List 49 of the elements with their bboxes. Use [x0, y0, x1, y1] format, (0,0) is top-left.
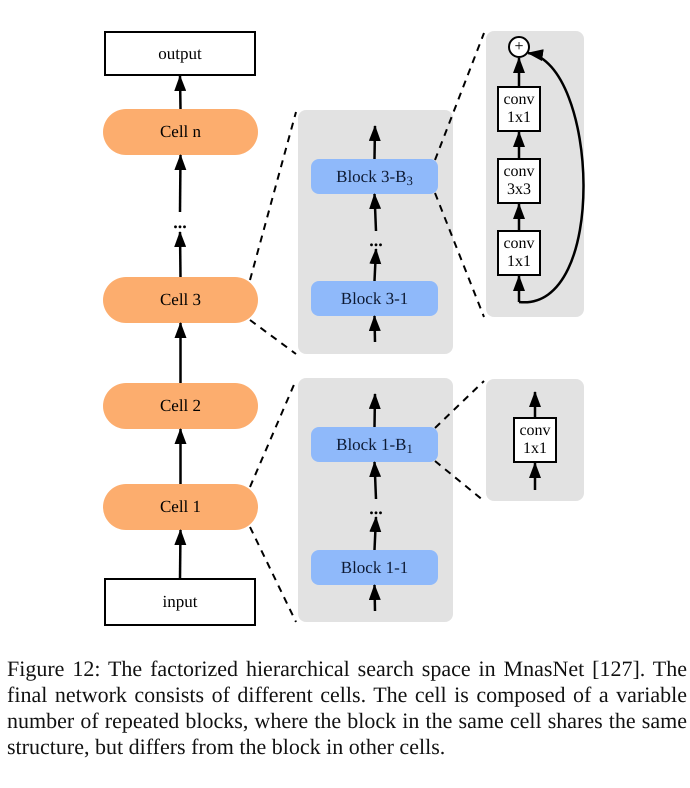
conv-box: conv 3x3	[497, 158, 541, 204]
io-box: input	[104, 578, 256, 626]
block-node: Block 1-B$_{1}$	[311, 427, 438, 462]
block-node: Block 3-B$_{3}$	[311, 159, 438, 194]
figure-caption: Figure 12: The factorized hierarchical search space in MnasNet [127]. The final network consists of different cells. The cell is composed of a variable number of repeated blocks, where the block in the same cell shares the same structure, but differs from the block in other cells.	[7, 656, 687, 760]
ellipsis: ...	[361, 499, 391, 517]
arrow	[529, 391, 541, 417]
zoom-panel	[486, 31, 584, 317]
cell-node: Cell 2	[103, 383, 258, 429]
arrow	[369, 516, 382, 550]
arrow	[174, 75, 186, 110]
arrow	[369, 193, 382, 232]
arrow	[368, 125, 381, 160]
zoom-line	[434, 380, 485, 429]
block-node: Block 1-1	[311, 550, 438, 585]
zoom-panel	[486, 379, 584, 501]
zoom-line	[249, 112, 297, 280]
ellipsis: ...	[361, 231, 391, 249]
arrow	[513, 275, 525, 302]
cell-node: Cell n	[103, 109, 258, 155]
skip-connection-arrow	[518, 52, 585, 304]
arrow	[368, 584, 381, 612]
arrow	[174, 428, 186, 484]
io-box: output	[104, 31, 256, 76]
block-node: Block 3-1	[311, 281, 438, 316]
zoom-line	[434, 32, 485, 160]
zoom-panel	[298, 378, 453, 622]
arrow	[369, 248, 382, 282]
arrow	[513, 57, 525, 86]
arrow	[174, 231, 186, 278]
arrow	[368, 315, 381, 342]
zoom-line	[249, 319, 297, 355]
cell-node: Cell 1	[103, 484, 258, 530]
arrow	[174, 529, 186, 578]
conv-box: conv 1x1	[513, 417, 557, 463]
conv-box: conv 1x1	[497, 230, 541, 276]
zoom-panel	[298, 110, 453, 354]
arrow	[529, 462, 541, 490]
cell-node: Cell 3	[103, 277, 258, 323]
arrow	[513, 131, 525, 158]
arrow	[368, 393, 381, 428]
arrow	[174, 322, 186, 383]
ellipsis: ...	[165, 212, 195, 232]
arrow	[174, 154, 186, 212]
arrow	[513, 203, 525, 230]
zoom-line	[249, 526, 297, 622]
zoom-line	[434, 192, 485, 318]
conv-box: conv 1x1	[497, 86, 541, 132]
arrow	[369, 461, 382, 500]
